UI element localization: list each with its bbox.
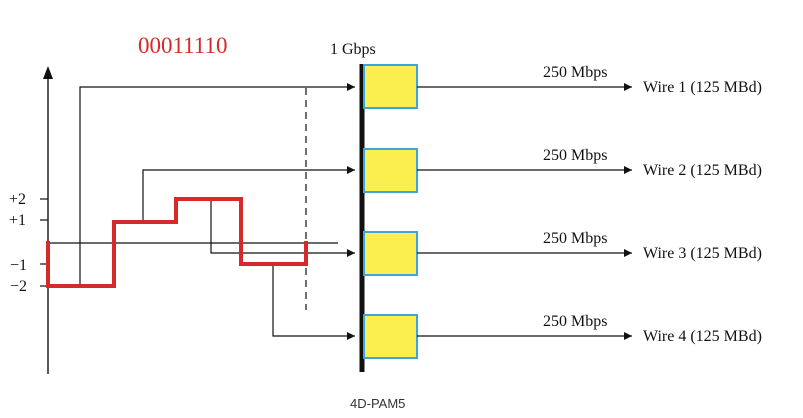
wire-2-label: Wire 2 (125 MBd) xyxy=(643,162,762,179)
level-label: +2 xyxy=(9,191,26,208)
wire-3-label: Wire 3 (125 MBd) xyxy=(643,245,762,262)
bus-rate-label: 1 Gbps xyxy=(330,41,376,58)
figure-caption: 4D-PAM5 xyxy=(350,396,405,411)
pam5-signal xyxy=(46,197,308,288)
wire-3-encoder xyxy=(363,231,418,276)
wire-1-encoder xyxy=(363,64,418,109)
wire-2-rate: 250 Mbps xyxy=(543,147,607,164)
level-label: −1 xyxy=(10,257,27,274)
level-label: +1 xyxy=(9,212,26,229)
level-label: −2 xyxy=(10,278,27,295)
bit-pattern: 00011110 xyxy=(138,33,227,58)
wire-1-rate: 250 Mbps xyxy=(543,64,607,81)
wire-1-sample-line xyxy=(79,83,355,286)
wire-1-label: Wire 1 (125 MBd) xyxy=(643,79,762,96)
wire-4-sample-line xyxy=(272,264,355,340)
wire-3-sample-line xyxy=(210,199,355,257)
wire-4-encoder xyxy=(363,314,418,359)
wire-2-encoder xyxy=(363,148,418,193)
wire-2-sample-line xyxy=(142,166,355,220)
wire-4-label: Wire 4 (125 MBd) xyxy=(643,328,762,345)
wire-4-rate: 250 Mbps xyxy=(543,313,607,330)
axis-arrow-icon xyxy=(43,66,53,79)
wire-3-rate: 250 Mbps xyxy=(543,230,607,247)
